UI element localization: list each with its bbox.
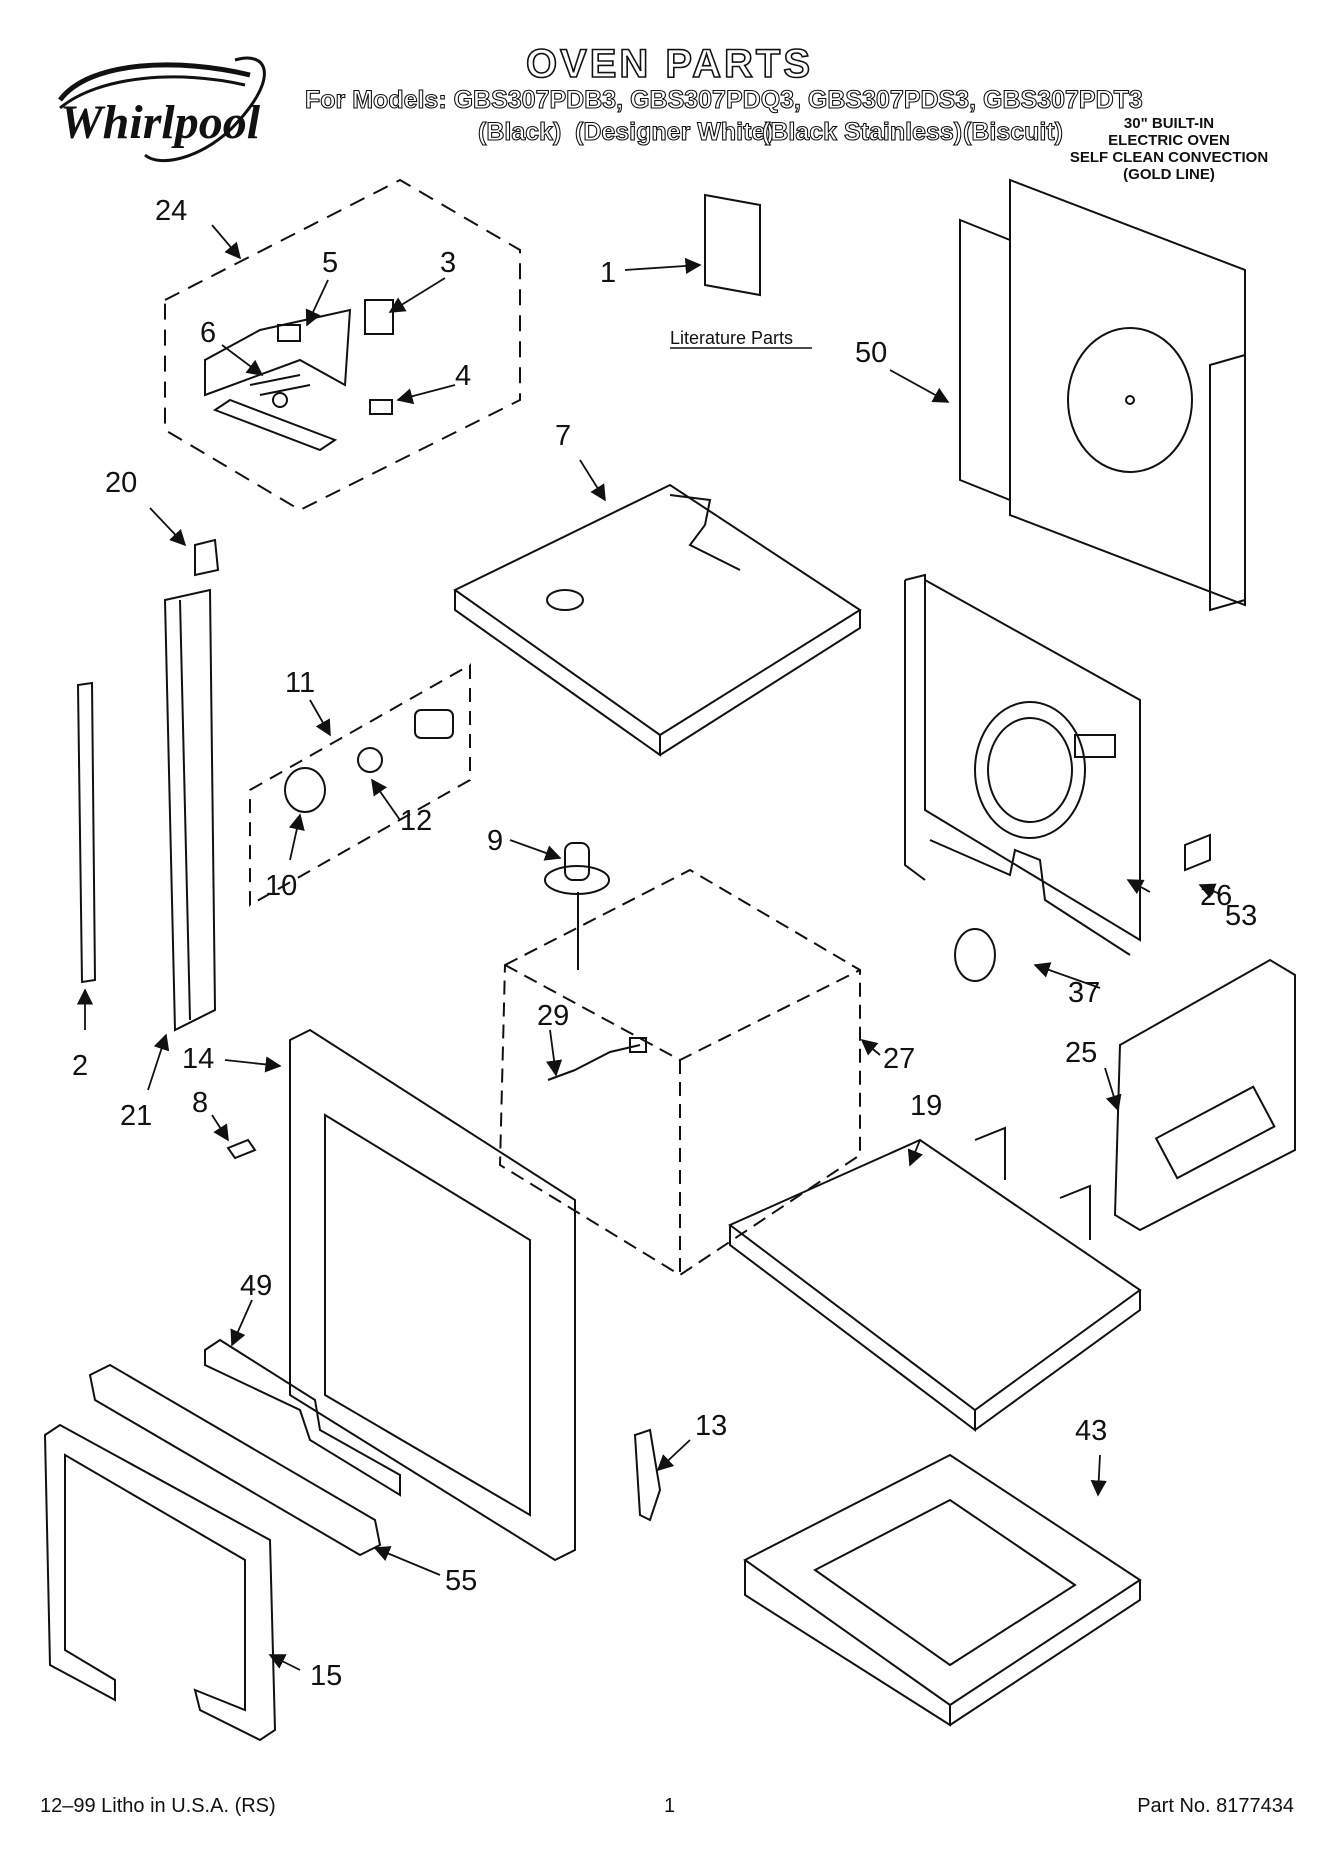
callout-3: 3 xyxy=(440,247,456,279)
models-line: For Models: GBS307PDB3, GBS307PDQ3, GBS3… xyxy=(304,85,1143,114)
callout-24: 24 xyxy=(155,195,187,227)
callout-37: 37 xyxy=(1068,977,1100,1009)
literature-parts-label: Literature Parts xyxy=(670,328,793,348)
door-rod xyxy=(76,681,97,984)
trim-cap xyxy=(194,538,220,577)
hinge-bracket xyxy=(633,1428,662,1522)
callout-19: 19 xyxy=(910,1090,942,1122)
page-number: 1 xyxy=(663,1795,676,1817)
knob-group xyxy=(249,663,471,907)
page-title: OVEN PARTS xyxy=(525,41,814,87)
callout-27: 27 xyxy=(883,1043,915,1075)
callout-26: 26 xyxy=(1200,880,1232,912)
vent-trim xyxy=(88,1363,382,1557)
thermostat-sensor xyxy=(544,842,610,970)
callout-12: 12 xyxy=(400,805,432,837)
callout-14: 14 xyxy=(182,1043,214,1075)
bottom-shelf xyxy=(728,1126,1142,1433)
callout-7: 7 xyxy=(555,420,571,452)
product-line-3: SELF CLEAN CONVECTION xyxy=(1069,149,1269,166)
product-line-2: ELECTRIC OVEN xyxy=(1108,132,1230,149)
callout-43: 43 xyxy=(1075,1415,1107,1447)
oven-sensor-probe xyxy=(547,1044,641,1081)
screw xyxy=(226,1138,257,1160)
color-black-stainless: (Black Stainless) xyxy=(761,117,963,146)
callout-49: 49 xyxy=(240,1270,272,1302)
door-gasket xyxy=(43,1423,277,1742)
vent-bracket xyxy=(204,1338,401,1497)
callout-9: 9 xyxy=(487,825,503,857)
front-frame xyxy=(289,1028,576,1562)
rear-panel xyxy=(959,178,1246,612)
part-number: Part No. 8177434 xyxy=(1137,1795,1294,1817)
product-line-4: (GOLD LINE) xyxy=(1123,166,1215,183)
callout-29: 29 xyxy=(537,1000,569,1032)
callout-2: 2 xyxy=(72,1050,88,1082)
callout-50: 50 xyxy=(855,337,887,369)
light-housing xyxy=(954,928,996,982)
callout-6: 6 xyxy=(200,317,216,349)
whirlpool-logo: Whirlpool xyxy=(58,56,266,163)
side-panel xyxy=(904,573,1141,956)
callout-5: 5 xyxy=(322,247,338,279)
sensor-connector xyxy=(629,1037,647,1053)
callout-15: 15 xyxy=(310,1660,342,1692)
callout-21: 21 xyxy=(120,1100,152,1132)
litho-line: 12–99 Litho in U.S.A. (RS) xyxy=(40,1795,276,1817)
bottom-pan xyxy=(743,1453,1142,1727)
product-line-1: 30" BUILT-IN xyxy=(1123,115,1215,132)
color-biscuit: (Biscuit) xyxy=(962,117,1063,146)
callout-13: 13 xyxy=(695,1410,727,1442)
top-panel xyxy=(453,483,862,757)
callout-8: 8 xyxy=(192,1087,208,1119)
retaining-clip xyxy=(1184,833,1211,872)
callout-20: 20 xyxy=(105,467,137,499)
brand-wordmark: Whirlpool xyxy=(60,96,261,149)
callout-25: 25 xyxy=(1065,1037,1097,1069)
callout-4: 4 xyxy=(455,360,471,392)
literature-booklet xyxy=(704,193,761,297)
control-assembly-group xyxy=(164,178,521,512)
callout-10: 10 xyxy=(265,870,297,902)
callout-53: 53 xyxy=(1225,900,1257,932)
color-black: (Black) xyxy=(477,117,562,146)
oven-liner xyxy=(498,868,861,1277)
right-side-panel xyxy=(1113,958,1296,1232)
side-trim xyxy=(163,588,217,1032)
callout-55: 55 xyxy=(445,1565,477,1597)
callout-11: 11 xyxy=(285,667,315,699)
color-designer-white: (Designer White) xyxy=(574,117,774,146)
callout-1: 1 xyxy=(600,257,616,289)
